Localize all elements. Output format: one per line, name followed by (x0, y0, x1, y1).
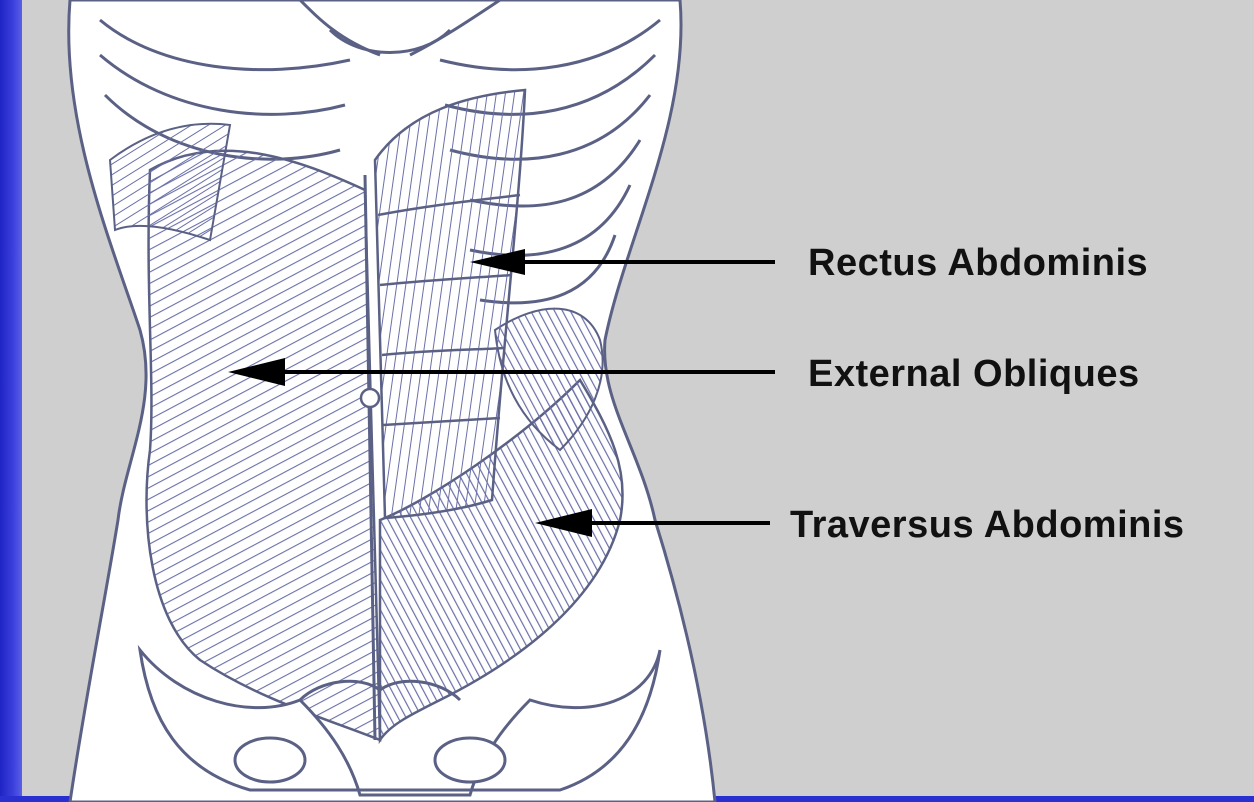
umbilicus (361, 389, 379, 407)
label-external-obliques: External Obliques (808, 353, 1140, 395)
label-rectus-abdominis: Rectus Abdominis (808, 242, 1148, 284)
label-traversus-abdominis: Traversus Abdominis (790, 504, 1185, 546)
